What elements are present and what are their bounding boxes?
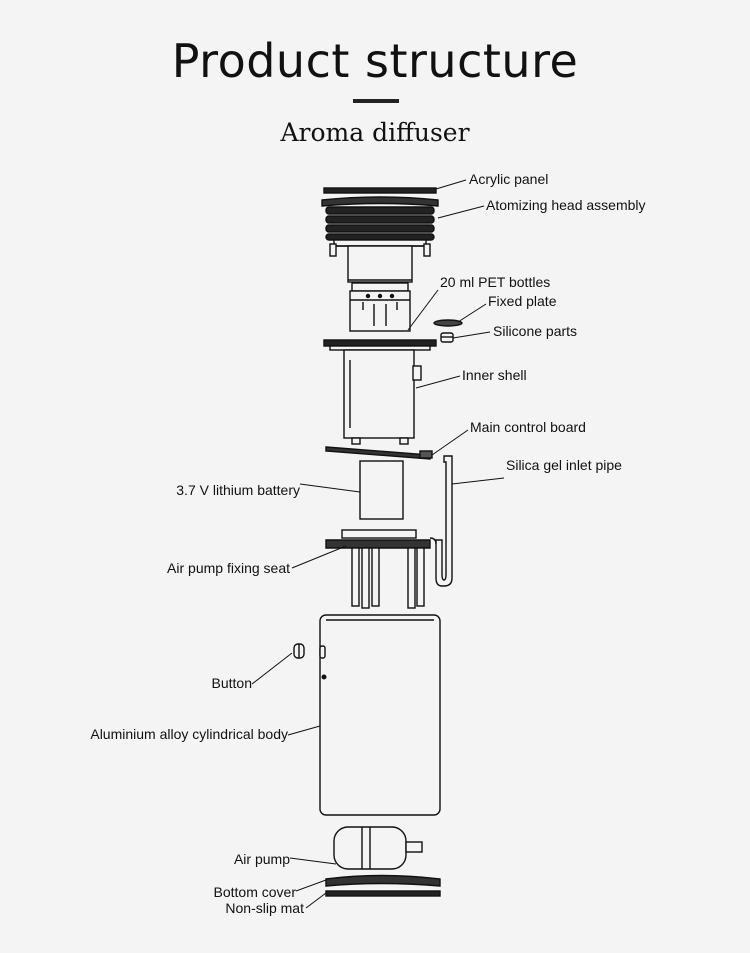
label-atomizing-head: Atomizing head assembly [486, 197, 646, 213]
label-non-slip-mat: Non-slip mat [225, 900, 304, 916]
label-cylindrical-body: Aluminium alloy cylindrical body [90, 726, 288, 742]
fixed-plate-part [433, 319, 463, 327]
leader-lines [251, 179, 505, 909]
label-air-pump: Air pump [234, 851, 290, 867]
air-pump-seat-part [325, 529, 437, 609]
silica-gel-pipe-part [435, 455, 453, 587]
page-subtitle: Aroma diffuser [280, 118, 470, 147]
cylindrical-body-part [319, 614, 441, 816]
label-main-control-board: Main control board [470, 419, 586, 435]
label-bottom-cover: Bottom cover [214, 884, 297, 900]
label-button: Button [212, 675, 252, 691]
atomizing-head-part [321, 196, 439, 283]
air-pump-part [333, 826, 423, 870]
label-air-pump-seat: Air pump fixing seat [167, 560, 290, 576]
silicone-parts-part [440, 332, 454, 343]
pet-bottles-part [349, 282, 411, 332]
title-divider [353, 99, 399, 103]
battery-part [359, 460, 404, 520]
inner-shell-part [323, 339, 437, 445]
label-silicone-parts: Silicone parts [493, 323, 577, 339]
label-fixed-plate: Fixed plate [488, 293, 557, 309]
bottom-cover-part [325, 874, 441, 887]
label-pet-bottles: 20 ml PET bottles [440, 274, 550, 290]
label-inner-shell: Inner shell [462, 367, 527, 383]
button-part [293, 643, 305, 659]
label-battery: 3.7 V lithium battery [176, 482, 300, 498]
acrylic-panel-part [323, 187, 437, 194]
non-slip-mat-part [325, 890, 441, 897]
label-silica-gel-pipe: Silica gel inlet pipe [506, 457, 622, 473]
label-acrylic-panel: Acrylic panel [469, 171, 548, 187]
page-title: Product structure [171, 34, 579, 88]
main-control-board-part [325, 446, 433, 460]
